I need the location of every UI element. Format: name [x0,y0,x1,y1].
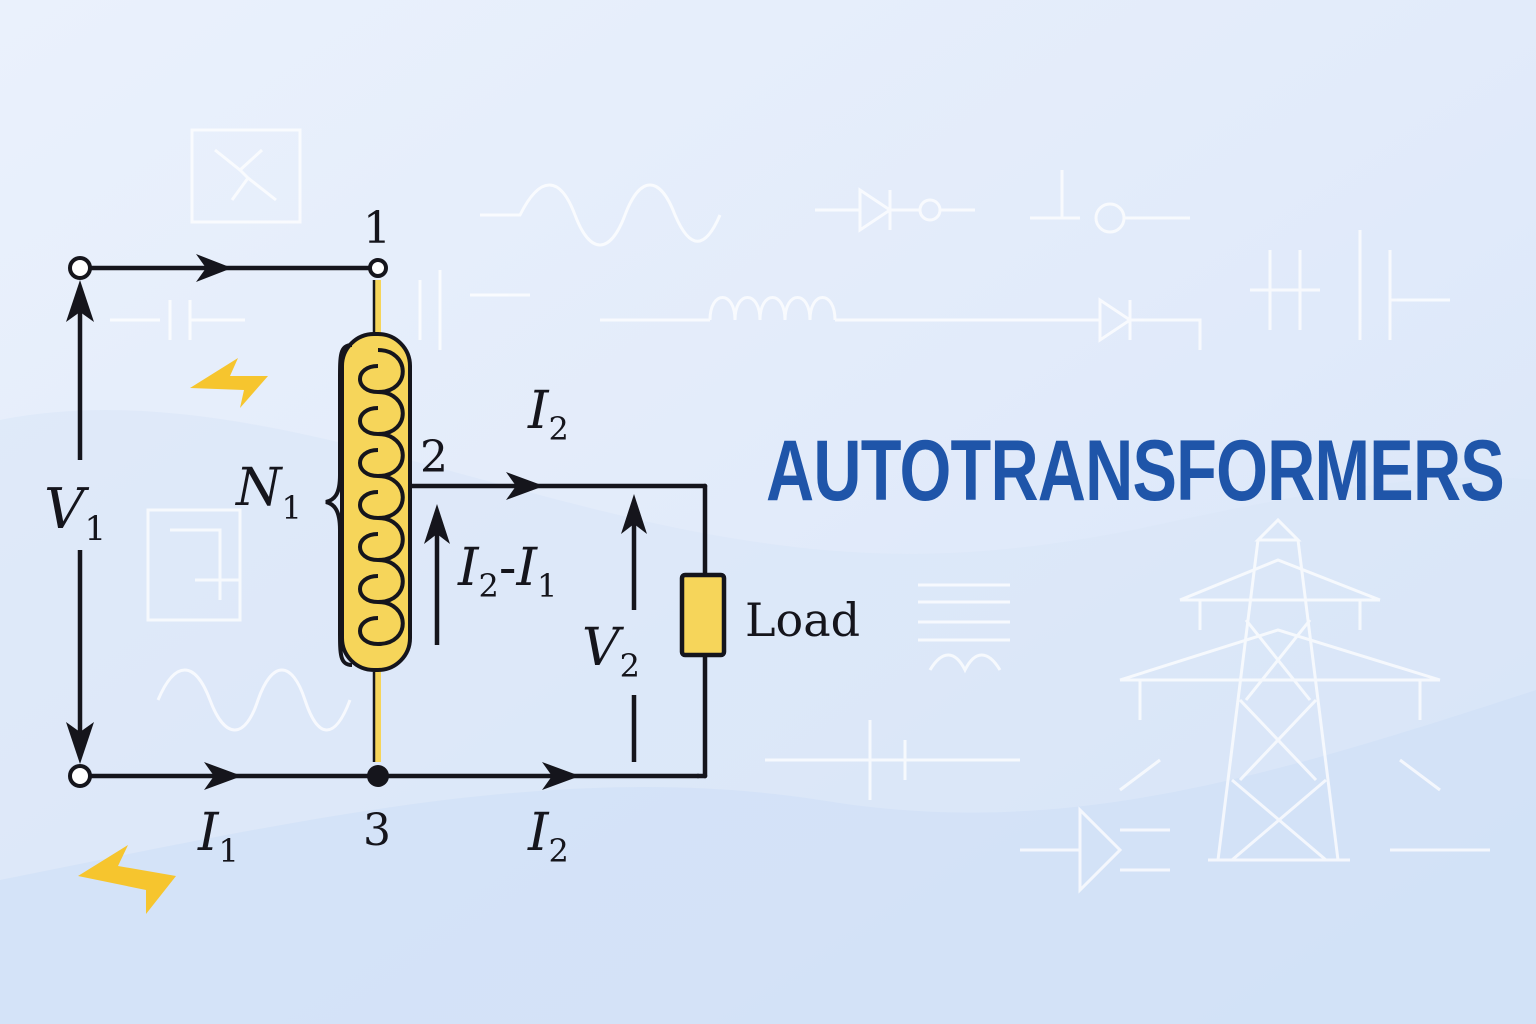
i2-top-label: I2 [527,381,569,448]
terminal-input-top [68,256,92,280]
node-label-3: 3 [363,805,391,856]
v1-label: V1 [44,477,106,549]
arrow-right-icon [204,762,242,790]
arrow-right-icon [196,254,232,282]
n1-label: N1 [234,458,302,527]
current-arrows [196,254,580,790]
winding-brace [325,343,353,667]
title: AUTOTRANSFORMERS [766,423,1504,519]
v2-label: V2 [582,618,640,685]
watermark-schematic-symbols [110,128,1490,894]
node-label-1: 1 [363,203,391,254]
i2-bottom-label: I2 [527,803,569,870]
i1-label: I1 [197,803,239,870]
arrow-right-icon [506,472,544,500]
terminal-input-bottom [68,764,92,788]
node-label-2: 2 [420,432,448,483]
i2-minus-i1-label: I2-I1 [457,538,557,605]
arrow-up-icon [66,280,94,322]
terminal-node-1 [368,258,388,278]
load-resistor [679,572,727,658]
arrow-right-icon [542,762,580,790]
winding-turns [358,348,405,647]
junction-node-3 [367,765,389,787]
lightning-bolt-icon [78,845,176,914]
load-label: Load [745,593,860,647]
arrow-up-icon [621,494,647,534]
arrow-up-icon [424,504,450,544]
arrow-down-icon [66,722,94,764]
lightning-bolt-icon [190,358,268,408]
